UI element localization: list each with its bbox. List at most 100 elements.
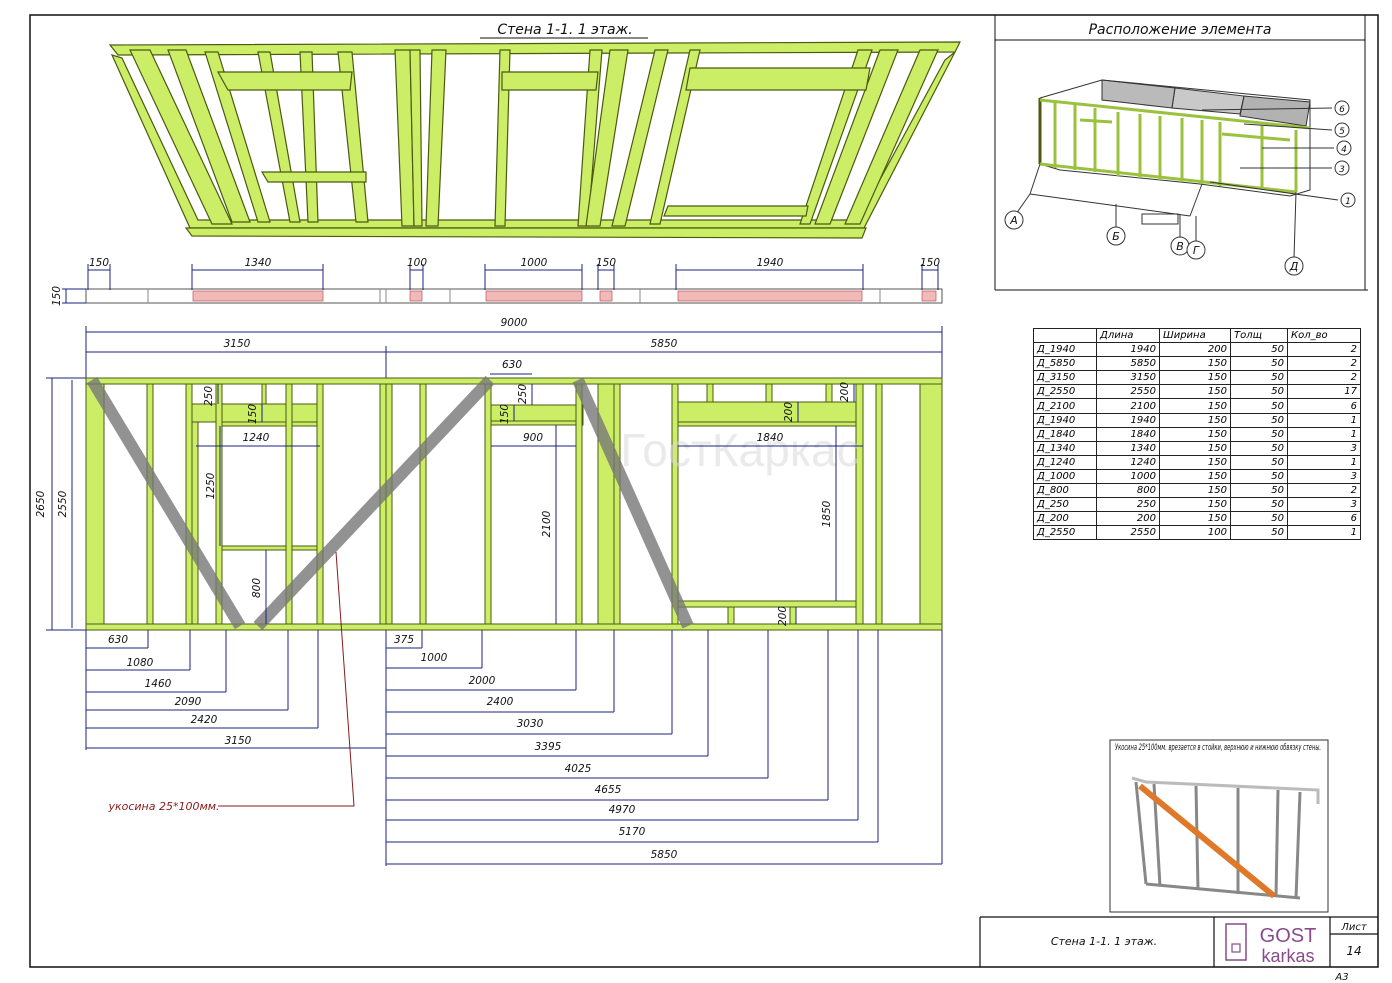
table-cell: 50 [1230, 483, 1288, 499]
brace-leader [218, 551, 355, 807]
w1-sill-dim: 800 [251, 578, 263, 598]
table-cell: 50 [1230, 440, 1288, 456]
loc-num-1: 1 [1345, 197, 1351, 207]
table-cell: 1 [1287, 525, 1361, 541]
loc-num-5: 5 [1339, 127, 1345, 137]
table-cell: Д_3150 [1033, 370, 1097, 386]
table-cell: 50 [1230, 525, 1288, 541]
right-dim-3: 2000 [469, 675, 496, 687]
table-cell: 1 [1287, 426, 1361, 442]
top-dim-2: 1340 [245, 257, 272, 269]
w3-lintel-dim: 200 [783, 402, 795, 422]
table-cell: 1 [1287, 454, 1361, 470]
table-cell: 50 [1230, 384, 1288, 400]
table-cell: 150 [1159, 454, 1231, 470]
table-cell: Д_2550 [1033, 525, 1097, 541]
top-dim-7: 150 [920, 257, 940, 269]
loc-letter-g: Г [1193, 244, 1200, 257]
table-cell: 2 [1287, 370, 1361, 386]
door-lintel-dim: 150 [499, 404, 511, 424]
table-cell: 50 [1230, 468, 1288, 485]
left-dim-6: 3150 [225, 735, 252, 747]
table-header-cell: Кол_во [1287, 327, 1361, 344]
table-cell: 6 [1287, 398, 1361, 414]
loc-letter-d: Д [1289, 260, 1299, 273]
dim-right-section: 5850 [651, 338, 678, 350]
top-dim-4: 1000 [521, 257, 548, 269]
brace-note: Укосина 25*100мм. врезается в стойки, ве… [1115, 743, 1321, 753]
table-cell: 50 [1230, 356, 1288, 372]
table-cell: 2 [1287, 483, 1361, 499]
table-cell: 150 [1159, 511, 1231, 527]
brace-detail-view [1131, 776, 1320, 900]
w1-lintel-dim: 150 [247, 404, 259, 424]
stamp-name: Стена 1-1. 1 этаж. [1051, 935, 1157, 948]
table-cell: Д_1340 [1033, 440, 1097, 456]
table-cell: 50 [1230, 412, 1288, 428]
table-cell: 50 [1230, 497, 1288, 513]
table-cell: Д_1940 [1033, 342, 1097, 358]
table-cell: 3 [1287, 468, 1361, 485]
table-cell: 1000 [1096, 468, 1160, 485]
sheet-label: Лист [1340, 922, 1368, 933]
wall-3d-view [108, 41, 961, 239]
right-dim-9: 4970 [609, 804, 636, 816]
table-cell: 3 [1287, 497, 1361, 513]
height-dims [46, 377, 86, 631]
left-dim-2: 1080 [127, 657, 154, 669]
plan-strip [85, 288, 943, 304]
logo-top: GOST [1260, 925, 1317, 947]
top-dim-1: 150 [89, 257, 109, 269]
loc-num-4: 4 [1341, 145, 1347, 155]
door-width-dim: 900 [523, 432, 543, 444]
right-dim-8: 4655 [595, 784, 622, 796]
table-cell: Д_1940 [1033, 412, 1097, 428]
w3-width-dim: 1840 [757, 432, 784, 444]
dim-total: 9000 [501, 317, 528, 329]
brace-label: укосина 25*100мм. [107, 800, 219, 813]
table-cell: 2 [1287, 356, 1361, 372]
table-cell: 200 [1159, 342, 1231, 358]
height-2550: 2550 [57, 490, 69, 517]
right-dim-7: 4025 [565, 763, 592, 775]
right-dim-4: 2400 [487, 696, 514, 708]
table-cell: 50 [1230, 426, 1288, 442]
dim-left-section: 3150 [224, 338, 251, 350]
table-cell: 50 [1230, 370, 1288, 386]
table-cell: 1340 [1096, 440, 1160, 456]
right-dim-11: 5850 [651, 849, 678, 861]
table-cell: 50 [1230, 511, 1288, 527]
table-cell: Д_250 [1033, 497, 1097, 513]
watermark: ГостКаркас [620, 424, 859, 476]
table-cell: 200 [1096, 511, 1160, 527]
table-cell: 150 [1159, 398, 1231, 414]
table-cell: 2550 [1096, 384, 1160, 400]
w1-top-dim: 250 [203, 386, 215, 406]
logo-bottom: karkas [1261, 946, 1314, 966]
right-dim-2: 1000 [421, 652, 448, 664]
sheet-frame [29, 14, 1379, 968]
left-dim-4: 2090 [175, 696, 202, 708]
table-header-cell: Ширина [1159, 327, 1231, 344]
table-cell: 50 [1230, 454, 1288, 470]
loc-num-3: 3 [1339, 165, 1345, 175]
top-dim-3: 100 [407, 257, 427, 269]
table-cell: Д_5850 [1033, 356, 1097, 372]
table-cell: 1940 [1096, 342, 1160, 358]
height-2650: 2650 [35, 490, 47, 517]
top-opening-dims [62, 264, 939, 304]
drawing-title: Стена 1-1. 1 этаж. [497, 22, 632, 38]
table-cell: 150 [1159, 497, 1231, 513]
gost-logo: GOST karkas [1225, 923, 1317, 966]
w1-width-dim: 1240 [243, 432, 270, 444]
right-dim-1: 375 [394, 634, 414, 646]
right-dim-6: 3395 [535, 741, 562, 753]
table-cell: 5850 [1096, 356, 1160, 372]
inner-dim-lines [196, 373, 863, 624]
loc-letter-b: Б [1112, 230, 1120, 243]
table-cell: Д_1840 [1033, 426, 1097, 442]
